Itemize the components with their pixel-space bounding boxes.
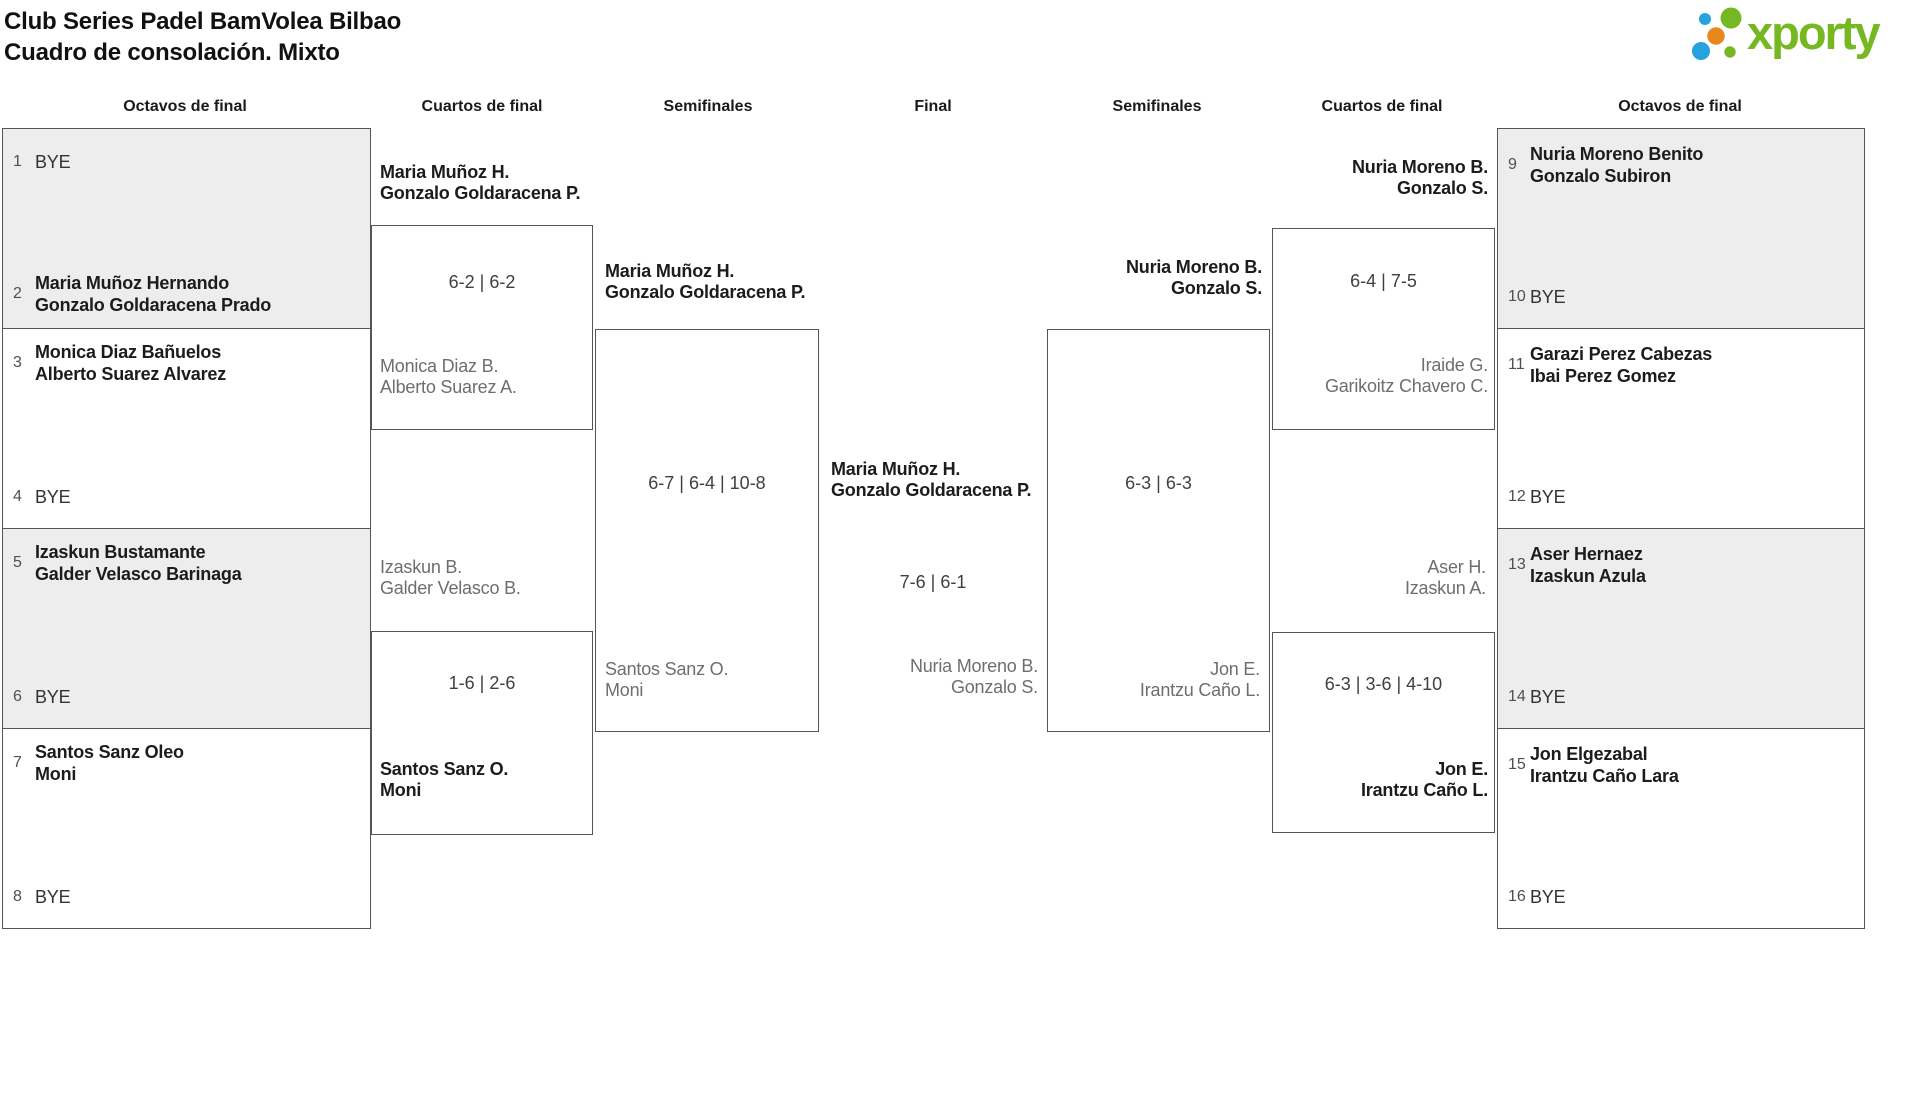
match-sf2-bottom-team: Jon E.Irantzu Caño L. bbox=[1139, 659, 1260, 700]
match-qf2-bottom-team: Santos Sanz O.Moni bbox=[380, 759, 509, 800]
match-qf3-top-team: Nuria Moreno B.Gonzalo S. bbox=[1351, 157, 1488, 198]
seed-entry-6: 6 BYE bbox=[13, 687, 71, 707]
match-qf4-top-team: Aser H.Izaskun A. bbox=[1404, 557, 1486, 598]
match-qf2-box: 1-6 | 2-6 bbox=[371, 631, 593, 835]
match-sf1-box: 6-7 | 6-4 | 10-8 bbox=[595, 329, 819, 732]
match-qf1-top-team: Maria Muñoz H.Gonzalo Goldaracena P. bbox=[380, 162, 581, 203]
seed-entry-12: 12 BYE bbox=[1508, 487, 1566, 507]
seed-entry-14: 14 BYE bbox=[1508, 687, 1566, 707]
match-final-top-team: Maria Muñoz H.Gonzalo Goldaracena P. bbox=[831, 459, 1032, 500]
seed-entry-8: 8 BYE bbox=[13, 887, 71, 907]
match-final-score: 7-6 | 6-1 bbox=[899, 572, 967, 592]
round-header-semis-left: Semifinales bbox=[663, 98, 753, 115]
seed-entry-4: 4 BYE bbox=[13, 487, 71, 507]
match-sf2-score: 6-3 | 6-3 bbox=[1125, 473, 1192, 493]
round-header-cuartos-left: Cuartos de final bbox=[421, 98, 543, 115]
match-qf3-box: 6-4 | 7-5 bbox=[1272, 228, 1495, 430]
round-header-final: Final bbox=[914, 98, 952, 115]
round-header-octavos-left: Octavos de final bbox=[123, 98, 247, 115]
match-qf1-bottom-team: Monica Diaz B.Alberto Suarez A. bbox=[380, 356, 517, 397]
match-sf1-score: 6-7 | 6-4 | 10-8 bbox=[648, 473, 766, 493]
match-qf1-box: 6-2 | 6-2 bbox=[371, 225, 593, 430]
xporty-logo-text: xporty bbox=[1747, 6, 1881, 59]
match-qf2-top-team: Izaskun B.Galder Velasco B. bbox=[380, 557, 521, 598]
page-title: Club Series Padel BamVolea Bilbao bbox=[4, 8, 402, 35]
seed-entry-16: 16 BYE bbox=[1508, 887, 1566, 907]
match-qf3-bottom-team: Iraide G.Garikoitz Chavero C. bbox=[1324, 355, 1488, 396]
round-header-octavos-right: Octavos de final bbox=[1618, 98, 1742, 115]
match-sf2-top-team: Nuria Moreno B.Gonzalo S. bbox=[1125, 257, 1262, 298]
match-sf1-top-team: Maria Muñoz H.Gonzalo Goldaracena P. bbox=[605, 261, 806, 302]
match-sf1-bottom-team: Santos Sanz O.Moni bbox=[605, 659, 729, 700]
match-qf4-box: 6-3 | 3-6 | 4-10 bbox=[1272, 632, 1495, 833]
seed-entry-10: 10 BYE bbox=[1508, 287, 1566, 307]
match-qf3-score: 6-4 | 7-5 bbox=[1350, 271, 1417, 291]
round-header-semis-right: Semifinales bbox=[1112, 98, 1202, 115]
match-qf2-score: 1-6 | 2-6 bbox=[448, 673, 516, 693]
page-subtitle: Cuadro de consolación. Mixto bbox=[4, 39, 340, 66]
xporty-logo[interactable]: xporty bbox=[1688, 2, 1881, 66]
round-header-cuartos-right: Cuartos de final bbox=[1321, 98, 1443, 115]
page-title-block: Club Series Padel BamVolea Bilbao Cuadro… bbox=[4, 6, 401, 68]
xporty-logo-icon bbox=[1692, 7, 1742, 60]
match-qf4-score: 6-3 | 3-6 | 4-10 bbox=[1324, 674, 1443, 694]
match-final-bottom-team: Nuria Moreno B.Gonzalo S. bbox=[909, 656, 1038, 697]
match-sf2-box: 6-3 | 6-3 bbox=[1047, 329, 1270, 732]
seed-entry-1: 1 BYE bbox=[13, 152, 71, 172]
match-qf1-score: 6-2 | 6-2 bbox=[448, 272, 516, 292]
match-qf4-bottom-team: Jon E.Irantzu Caño L. bbox=[1361, 759, 1488, 800]
